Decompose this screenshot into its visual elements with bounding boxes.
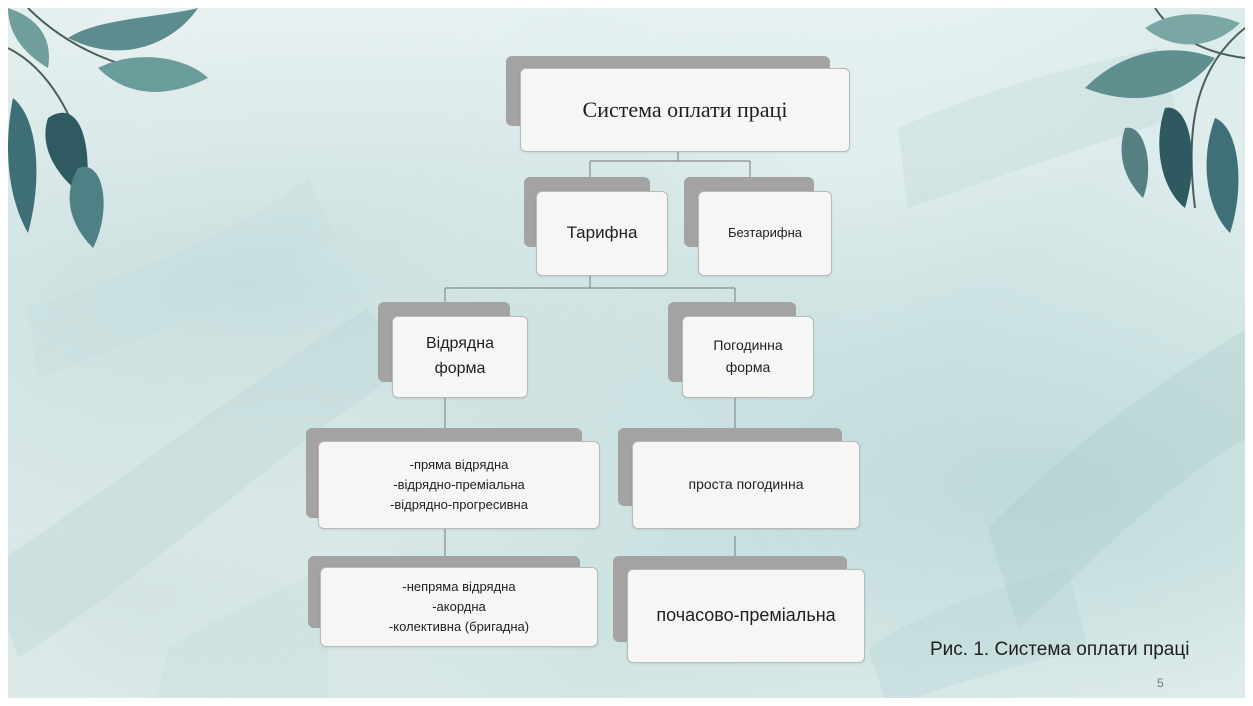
non-tariff-node: Безтарифна bbox=[698, 191, 832, 276]
piecework-item-bonus: -відрядно-преміальна bbox=[393, 476, 525, 492]
slide-page-number: 5 bbox=[1157, 676, 1164, 690]
time-list-1-node: проста погодинна bbox=[632, 441, 860, 529]
leaves-top-left-decoration bbox=[8, 8, 208, 248]
time-form-line-2: форма bbox=[725, 359, 771, 375]
root-node: Система оплати праці bbox=[520, 68, 850, 152]
piecework-form-node: Відрядна форма bbox=[392, 316, 528, 398]
time-item-hourly-bonus: почасово-преміальна bbox=[656, 605, 836, 626]
piecework-item-progressive: -відрядно-прогресивна bbox=[390, 497, 528, 513]
leaves-top-right-decoration bbox=[1085, 8, 1245, 233]
time-item-simple: проста погодинна bbox=[688, 476, 804, 493]
figure-caption: Рис. 1. Система оплати праці bbox=[930, 639, 1190, 660]
piecework-item-indirect: -непряма відрядна bbox=[402, 578, 516, 594]
non-tariff-node-label: Безтарифна bbox=[727, 225, 803, 241]
piecework-form-line-2: форма bbox=[434, 360, 486, 377]
tariff-node-label: Тарифна bbox=[566, 223, 638, 243]
slide: Система оплати праці Тарифна Безтарифна … bbox=[8, 8, 1245, 698]
watercolor-background bbox=[8, 48, 1245, 698]
time-list-2-node: почасово-преміальна bbox=[627, 569, 865, 663]
time-form-line-1: Погодинна bbox=[713, 337, 783, 354]
piecework-list-1-node: -пряма відрядна -відрядно-преміальна -ві… bbox=[318, 441, 600, 529]
time-form-node: Погодинна форма bbox=[682, 316, 814, 398]
piecework-form-line-1: Відрядна bbox=[425, 335, 494, 353]
piecework-item-direct: -пряма відрядна bbox=[409, 456, 509, 472]
tariff-node: Тарифна bbox=[536, 191, 668, 276]
root-node-label: Система оплати праці bbox=[582, 96, 788, 122]
piecework-item-collective: -колективна (бригадна) bbox=[388, 619, 530, 635]
piecework-item-lump-sum: -акордна bbox=[432, 598, 486, 614]
piecework-list-2-node: -непряма відрядна -акордна -колективна (… bbox=[320, 567, 598, 647]
